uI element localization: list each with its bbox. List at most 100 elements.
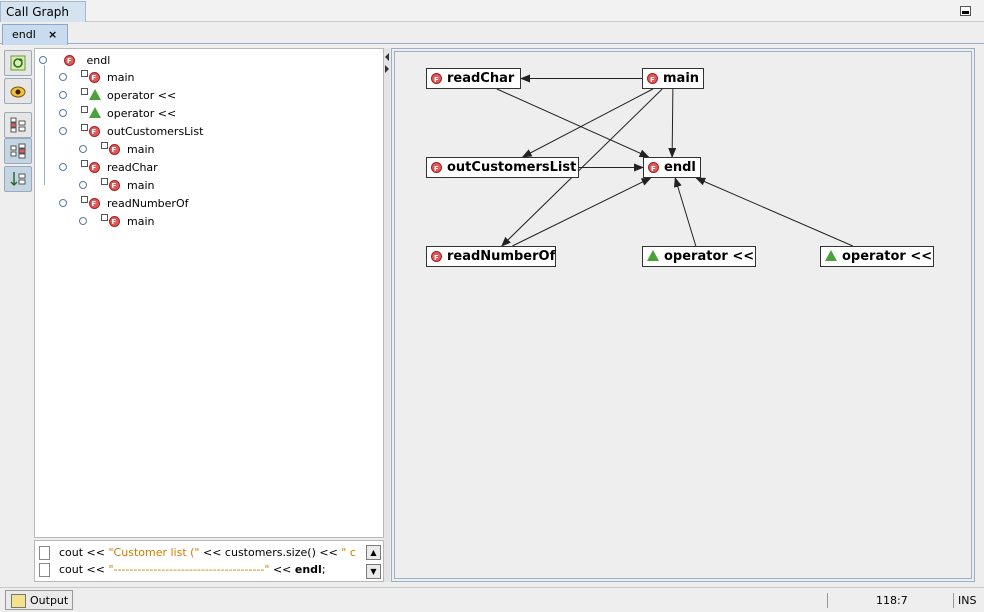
function-icon: [108, 214, 120, 231]
graph-edge-readNumberOf-to-endl: [512, 177, 652, 247]
call-site-icon: [80, 106, 88, 113]
operator-icon: [88, 107, 101, 118]
operator-icon: [88, 89, 101, 100]
graph-edge-main-to-endl: [668, 88, 677, 158]
expand-icon[interactable]: [59, 73, 67, 81]
function-icon: [648, 160, 659, 179]
expand-icon[interactable]: [39, 56, 47, 64]
output-button[interactable]: Output: [5, 590, 73, 610]
collapse-arrows-icon[interactable]: [384, 52, 390, 82]
tree-item-label: outCustomersList: [107, 125, 204, 138]
graph-node-label: operator <<: [664, 249, 755, 264]
expand-icon[interactable]: [79, 181, 87, 189]
minimize-icon[interactable]: [960, 6, 971, 16]
call-site-icon: [100, 178, 108, 185]
function-icon: [88, 124, 100, 141]
document-tab-bar: endl ×: [0, 22, 984, 45]
window-title-tab[interactable]: Call Graph: [0, 1, 86, 22]
callees-tree-button[interactable]: [4, 138, 32, 164]
callees-tree-icon: [10, 143, 26, 159]
graph-edge-op1-to-endl: [673, 177, 697, 247]
graph-node-readnumberof[interactable]: readNumberOf: [426, 246, 556, 268]
code-line: cout << "Customer list (" << customers.s…: [59, 546, 356, 559]
call-site-icon: [80, 160, 88, 167]
tab-label: endl: [12, 28, 36, 41]
function-icon: [88, 196, 100, 213]
function-icon: [431, 160, 442, 179]
tree-item-label: main: [127, 179, 155, 192]
operator-icon: [825, 250, 837, 261]
tree-item-main[interactable]: main: [79, 213, 155, 231]
call-site-icon: [80, 124, 88, 131]
tree-item-readchar[interactable]: readChar: [59, 159, 158, 177]
tree-item-outcustomerslist[interactable]: outCustomersList: [59, 123, 204, 141]
expand-icon[interactable]: [59, 127, 67, 135]
tab-endl[interactable]: endl ×: [2, 24, 68, 45]
graph-edge-main-to-outCustomersList: [521, 88, 654, 158]
status-bar: Output 118:7 INS: [0, 587, 984, 612]
tree-item-label: endl: [86, 54, 111, 67]
function-icon: [647, 71, 658, 90]
source-preview[interactable]: cout << "Customer list (" << customers.s…: [34, 540, 384, 582]
tree-item-main[interactable]: main: [79, 177, 155, 195]
eye-icon: [10, 86, 26, 98]
expand-icon[interactable]: [79, 145, 87, 153]
expand-icon[interactable]: [59, 199, 67, 207]
caret-position: 118:7: [876, 594, 908, 607]
graph-area: readChar main outCustomersList endl read…: [394, 51, 972, 579]
operator-icon: [647, 250, 659, 261]
graph-node-main[interactable]: main: [642, 68, 704, 90]
call-site-icon: [80, 196, 88, 203]
panel-splitter[interactable]: [384, 48, 390, 582]
call-site-icon: [100, 142, 108, 149]
expand-icon[interactable]: [59, 109, 67, 117]
graph-node-label: endl: [664, 160, 696, 175]
scroll-up-icon[interactable]: ▲: [366, 545, 381, 560]
output-window-icon: [11, 594, 26, 608]
graph-node-outcustomerslist[interactable]: outCustomersList: [426, 157, 579, 179]
tree-item-operator[interactable]: operator <<: [59, 105, 176, 122]
function-icon: [64, 53, 75, 70]
call-graph-canvas[interactable]: readChar main outCustomersList endl read…: [391, 48, 975, 582]
sort-button[interactable]: [4, 166, 32, 192]
graph-edges: [496, 74, 854, 247]
vertical-scrollbar[interactable]: ▲ ▼: [366, 545, 381, 579]
tree-item-main[interactable]: main: [59, 69, 134, 87]
graph-node-label: main: [663, 71, 700, 86]
expand-icon[interactable]: [59, 163, 67, 171]
tree-root-endl[interactable]: endl: [39, 52, 111, 70]
sort-icon: [10, 172, 26, 187]
expand-icon[interactable]: [59, 91, 67, 99]
code-line: cout << "-------------------------------…: [59, 563, 326, 576]
graph-edge-readChar-to-endl: [496, 88, 650, 158]
tree-line: [44, 65, 46, 185]
status-separator: [953, 593, 954, 608]
function-icon: [431, 71, 442, 90]
tree-item-label: main: [127, 215, 155, 228]
tree-item-readnumberof[interactable]: readNumberOf: [59, 195, 189, 213]
graph-edge-op2-to-endl: [695, 177, 854, 247]
close-icon[interactable]: ×: [48, 28, 58, 41]
tree-item-operator[interactable]: operator <<: [59, 87, 176, 104]
call-tree[interactable]: endl main operator << operator << outCus…: [34, 48, 384, 538]
document-icon: [39, 546, 50, 560]
expand-icon[interactable]: [79, 217, 87, 225]
graph-node-endl[interactable]: endl: [643, 157, 701, 179]
function-icon: [88, 70, 100, 87]
function-icon: [108, 142, 120, 159]
show-overview-button[interactable]: [4, 78, 32, 104]
function-icon: [431, 249, 442, 268]
call-site-icon: [80, 70, 88, 77]
scroll-down-icon[interactable]: ▼: [366, 564, 381, 579]
graph-node-label: readNumberOf: [447, 249, 556, 264]
graph-node-operator[interactable]: operator <<: [820, 246, 934, 267]
callers-tree-button[interactable]: [4, 112, 32, 138]
tree-item-label: main: [127, 143, 155, 156]
graph-node-operator[interactable]: operator <<: [642, 246, 756, 267]
refresh-graph-button[interactable]: [4, 50, 32, 76]
tree-item-main[interactable]: main: [79, 141, 155, 159]
title-bar: Call Graph: [0, 0, 984, 22]
graph-node-readchar[interactable]: readChar: [426, 68, 521, 90]
function-icon: [88, 160, 100, 177]
graph-node-label: operator <<: [842, 249, 933, 264]
